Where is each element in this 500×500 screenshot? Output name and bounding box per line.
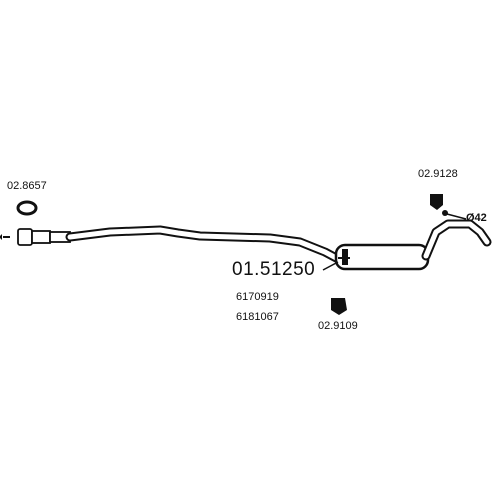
oe-number-2: 6181067	[236, 311, 279, 323]
rubber-hanger-bottom-icon	[331, 298, 347, 315]
part-number-hanger-bottom: 02.9109	[318, 320, 358, 332]
inlet-flange	[17, 228, 71, 246]
front-pipe-inner	[67, 227, 343, 263]
gasket-ring-icon	[16, 200, 38, 216]
pipe-diameter-label: Ø42	[466, 212, 487, 224]
rear-muffler	[334, 243, 430, 271]
tail-pipe-inner	[423, 221, 490, 259]
oe-number-1: 6170919	[236, 291, 279, 303]
main-part-number: 01.51250	[232, 259, 316, 280]
part-number-hanger-top: 02.9128	[418, 168, 458, 180]
leader-line-main	[322, 261, 339, 271]
inlet-arrow-head	[0, 234, 2, 240]
rubber-hanger-top-icon	[430, 194, 443, 210]
leader-line-diameter	[446, 213, 467, 220]
part-number-gasket: 02.8657	[7, 180, 47, 192]
